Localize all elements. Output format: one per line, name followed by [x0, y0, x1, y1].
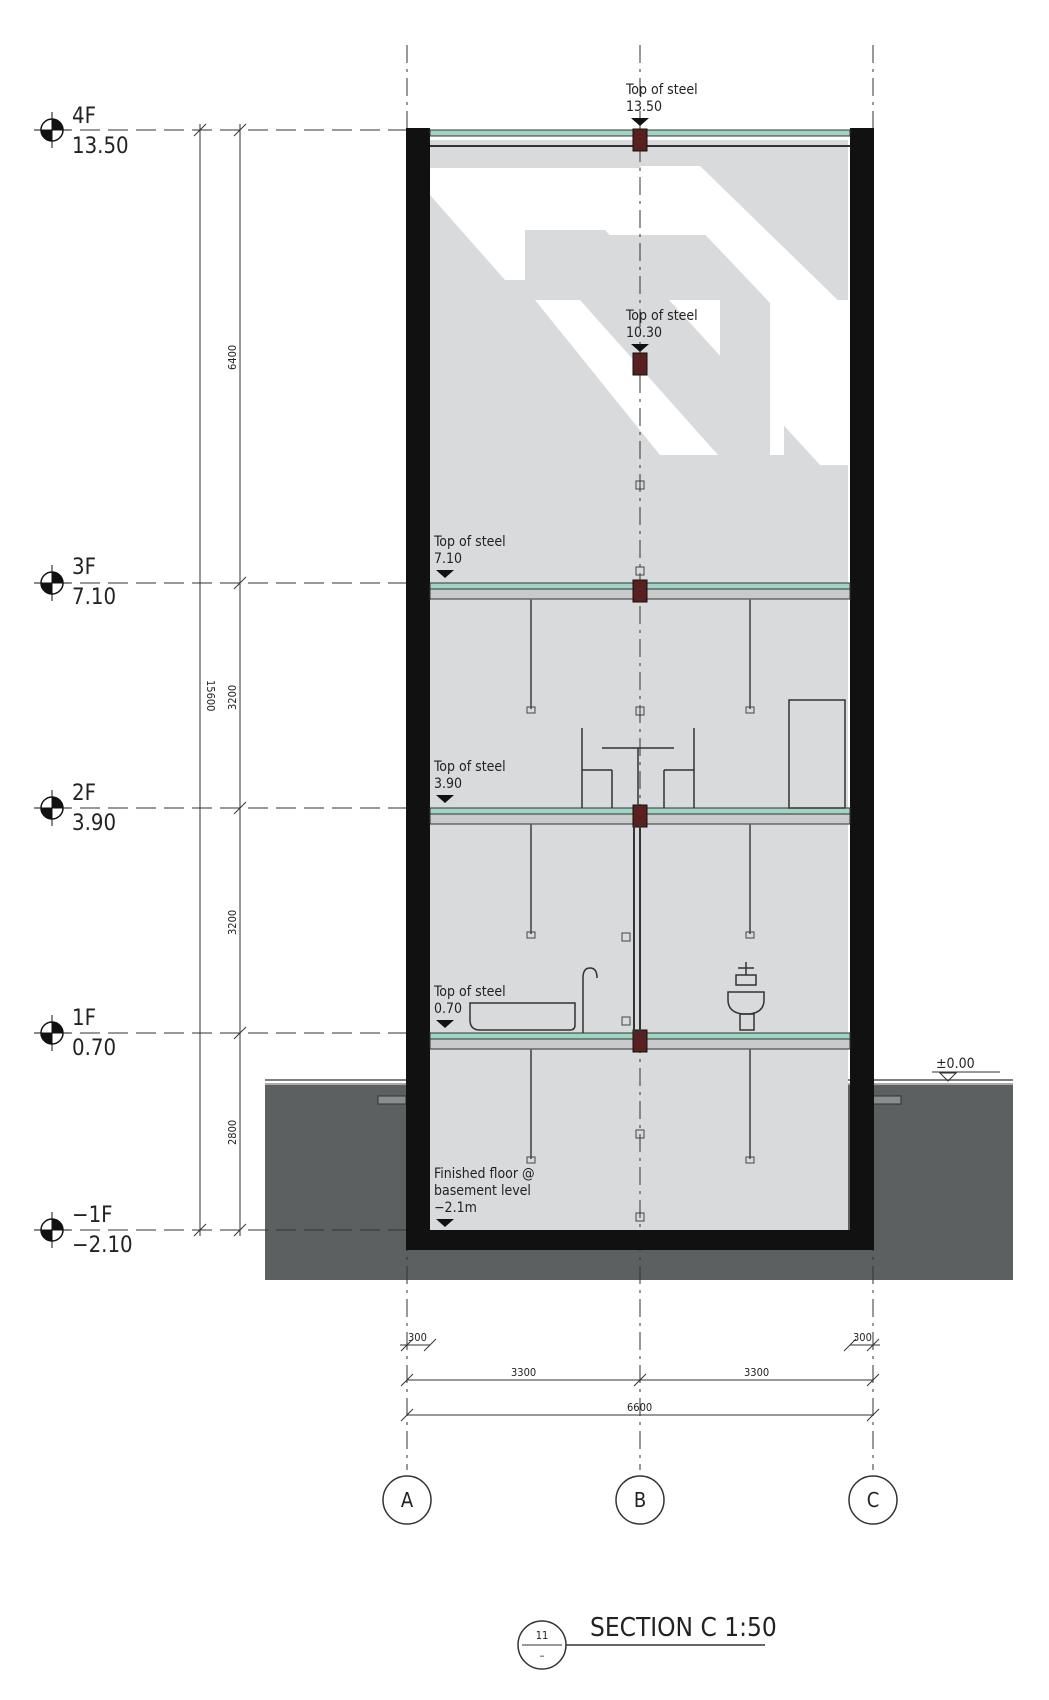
dim-2800: 2800 — [226, 1120, 239, 1145]
dim-6400: 6400 — [226, 345, 239, 370]
svg-text:Top of steel: Top of steel — [625, 82, 698, 98]
grid-bubble-c: C — [848, 1475, 898, 1525]
svg-text:3.90: 3.90 — [434, 776, 462, 792]
svg-text:Top of steel: Top of steel — [625, 308, 698, 324]
vertical-dimensions — [193, 123, 247, 1237]
svg-text:−2.1m: −2.1m — [434, 1200, 477, 1216]
svg-text:Top of steel: Top of steel — [433, 534, 506, 550]
dim-3200-lower: 3200 — [226, 910, 239, 935]
svg-text:±0.00: ±0.00 — [936, 1056, 975, 1072]
dim-bay-right: 3300 — [744, 1366, 769, 1379]
level-name: 4F — [72, 104, 96, 129]
dim-total: 15600 — [204, 680, 217, 711]
level-elev: −2.10 — [72, 1233, 133, 1258]
svg-text:13.50: 13.50 — [626, 99, 662, 115]
level-marker-b1: −1F −2.10 — [33, 1203, 133, 1258]
drawing-title: 11 – SECTION C 1:50 — [517, 1613, 777, 1670]
svg-text:0.70: 0.70 — [434, 1001, 462, 1017]
dim-3200-upper: 3200 — [226, 685, 239, 710]
title-sub: – — [540, 1649, 545, 1662]
level-marker-1f: 1F 0.70 — [33, 1006, 116, 1061]
note-tos-mid: Top of steel 10.30 — [625, 308, 698, 352]
svg-text:10.30: 10.30 — [626, 325, 662, 341]
svg-text:Top of steel: Top of steel — [433, 984, 506, 1000]
grid-bubble-b: B — [615, 1475, 665, 1525]
level-elev: 7.10 — [72, 585, 116, 610]
level-name: 2F — [72, 781, 96, 806]
dim-bay-left: 3300 — [511, 1366, 536, 1379]
note-finished-floor: Finished floor @ basement level −2.1m — [434, 1166, 535, 1227]
level-elev: 0.70 — [72, 1036, 116, 1061]
level-name: 3F — [72, 555, 96, 580]
toilet — [727, 962, 765, 1031]
svg-text:A: A — [401, 1488, 414, 1512]
svg-text:Finished floor @: Finished floor @ — [434, 1166, 535, 1182]
level-name: −1F — [72, 1203, 113, 1228]
svg-text:7.10: 7.10 — [434, 551, 462, 567]
dim-wall-right: 300 — [853, 1331, 872, 1344]
note-tos-3f: Top of steel 7.10 — [433, 534, 506, 578]
dim-overall: 6600 — [627, 1401, 652, 1414]
stair-post — [633, 825, 641, 1033]
level-marker-3f: 3F 7.10 — [33, 555, 116, 610]
svg-text:C: C — [867, 1488, 880, 1512]
level-marker-4f: 4F 13.50 — [33, 104, 129, 159]
level-lines — [52, 129, 415, 1231]
svg-text:Top of steel: Top of steel — [433, 759, 506, 775]
title-text: SECTION C 1:50 — [590, 1613, 777, 1643]
building-walls — [406, 128, 874, 1250]
cabinet — [788, 699, 846, 809]
light-beam-lines — [560, 166, 848, 455]
bathtub — [469, 967, 598, 1033]
level-name: 1F — [72, 1006, 96, 1031]
horizontal-dimensions — [400, 1338, 880, 1422]
note-tos-2f: Top of steel 3.90 — [433, 759, 506, 803]
level-elev: 3.90 — [72, 811, 116, 836]
grid-bubble-a: A — [382, 1475, 432, 1525]
svg-text:basement level: basement level — [434, 1183, 531, 1199]
ceiling-rods — [526, 480, 755, 1222]
dining-furniture — [581, 728, 695, 808]
level-marker-2f: 2F 3.90 — [33, 781, 116, 836]
svg-text:B: B — [634, 1488, 646, 1512]
dim-wall-left: 300 — [408, 1331, 427, 1344]
title-number: 11 — [536, 1629, 549, 1642]
note-tos-roof: Top of steel 13.50 — [625, 82, 698, 126]
note-ground-level: ±0.00 — [932, 1056, 1000, 1082]
note-tos-1f: Top of steel 0.70 — [433, 984, 506, 1028]
level-elev: 13.50 — [72, 134, 129, 159]
